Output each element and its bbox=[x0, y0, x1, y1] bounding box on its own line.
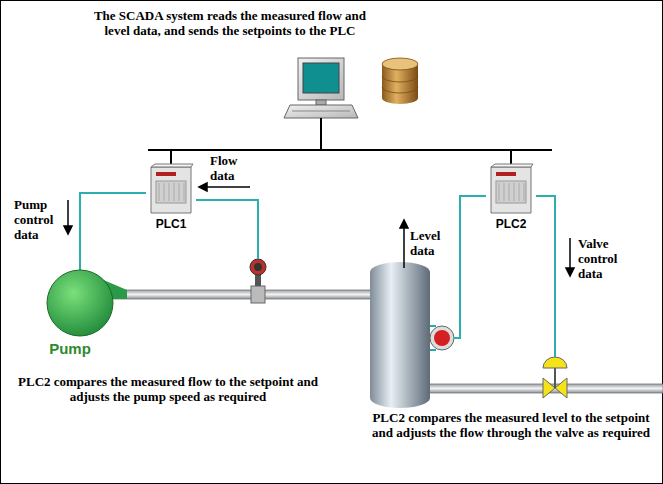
annotation-text: The SCADA system reads the measured flow… bbox=[92, 8, 368, 38]
signal-wire bbox=[80, 193, 146, 270]
plc-unit bbox=[486, 163, 536, 215]
node-label: PLC2 bbox=[486, 217, 536, 231]
plc-unit bbox=[146, 163, 196, 215]
flow-meter bbox=[250, 259, 266, 303]
annotation-text: Flow data bbox=[210, 153, 250, 183]
pump-node: Pump bbox=[33, 268, 127, 359]
annotation-text: PLC2 compares the measured level to the … bbox=[364, 410, 658, 440]
annotation-text: Pump control data bbox=[14, 197, 64, 242]
pipe bbox=[108, 290, 374, 299]
signal-wire bbox=[196, 196, 555, 357]
plc-node: PLC2 bbox=[486, 163, 536, 233]
plc-node: PLC1 bbox=[146, 163, 196, 233]
database-icon bbox=[382, 58, 418, 104]
level-transmitter bbox=[430, 326, 454, 350]
annotation-text: Level data bbox=[410, 228, 452, 258]
node-label: PLC1 bbox=[146, 217, 196, 231]
control-valve bbox=[543, 357, 567, 398]
tank bbox=[370, 262, 430, 408]
pump-symbol bbox=[33, 268, 127, 338]
network-bus bbox=[148, 118, 552, 164]
annotation-text: Valve control data bbox=[578, 236, 634, 281]
node-label: Pump bbox=[33, 340, 107, 357]
annotation-text: PLC2 compares the measured flow to the s… bbox=[18, 374, 318, 404]
scada-computer bbox=[284, 58, 358, 118]
